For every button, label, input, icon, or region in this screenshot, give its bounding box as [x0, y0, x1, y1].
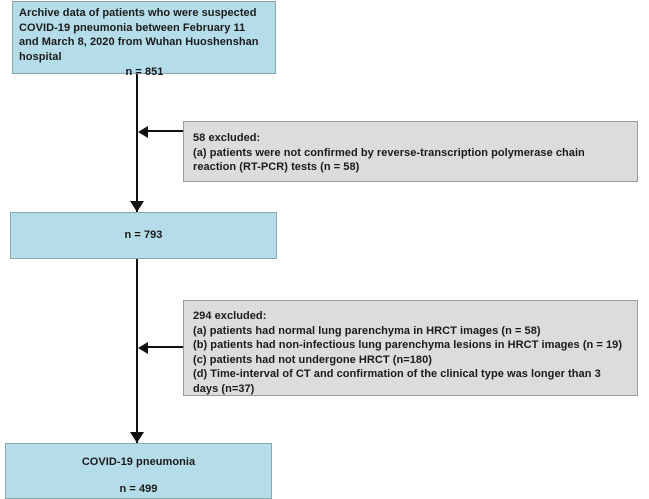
node-exclusion-1: 58 excluded: (a) patients were not confi…: [183, 121, 638, 182]
exclusion-2-header: 294 excluded:: [193, 310, 267, 322]
source-line-3: and March 8, 2020 from Wuhan Huoshenshan: [19, 36, 259, 48]
exclusion-1-reason-a: (a) patients were not confirmed by rever…: [193, 146, 585, 174]
exclusion-1-header: 58 excluded:: [193, 132, 261, 144]
arrowhead-left-exclusion-2: [138, 342, 148, 354]
exclusion-2-reason-b: (b) patients had non-infectious lung par…: [193, 339, 623, 351]
node-final-cohort: COVID-19 pneumonia n = 499: [5, 443, 272, 499]
connector-exclusion-1: [148, 130, 183, 132]
source-count: n = 851: [125, 66, 164, 78]
arrowhead-down-to-cohort793: [130, 201, 144, 212]
source-line-1: Archive data of patients who were suspec…: [19, 7, 257, 19]
arrowhead-left-exclusion-1: [138, 126, 148, 138]
cohort-793-count: n = 793: [124, 229, 163, 242]
node-cohort-793: n = 793: [10, 212, 277, 259]
connector-source-to-cohort793: [136, 74, 138, 212]
connector-cohort793-to-final: [136, 259, 138, 443]
node-exclusion-2: 294 excluded: (a) patients had normal lu…: [183, 300, 638, 396]
final-count: n = 499: [119, 482, 158, 495]
exclusion-2-reason-c: (c) patients had not undergone HRCT (n=1…: [193, 353, 432, 366]
exclusion-2-reason-d: (d) Time-interval of CT and confirmation…: [193, 368, 601, 395]
source-line-2: COVID-19 pneumonia between February 11: [19, 21, 246, 34]
source-line-4: hospital: [19, 50, 62, 63]
arrowhead-down-to-final: [130, 432, 144, 443]
final-label: COVID-19 pneumonia: [81, 456, 196, 468]
node-source-cohort: Archive data of patients who were suspec…: [12, 1, 276, 78]
connector-exclusion-2: [148, 346, 183, 348]
exclusion-2-reason-a: (a) patients had normal lung parenchyma …: [193, 324, 541, 337]
